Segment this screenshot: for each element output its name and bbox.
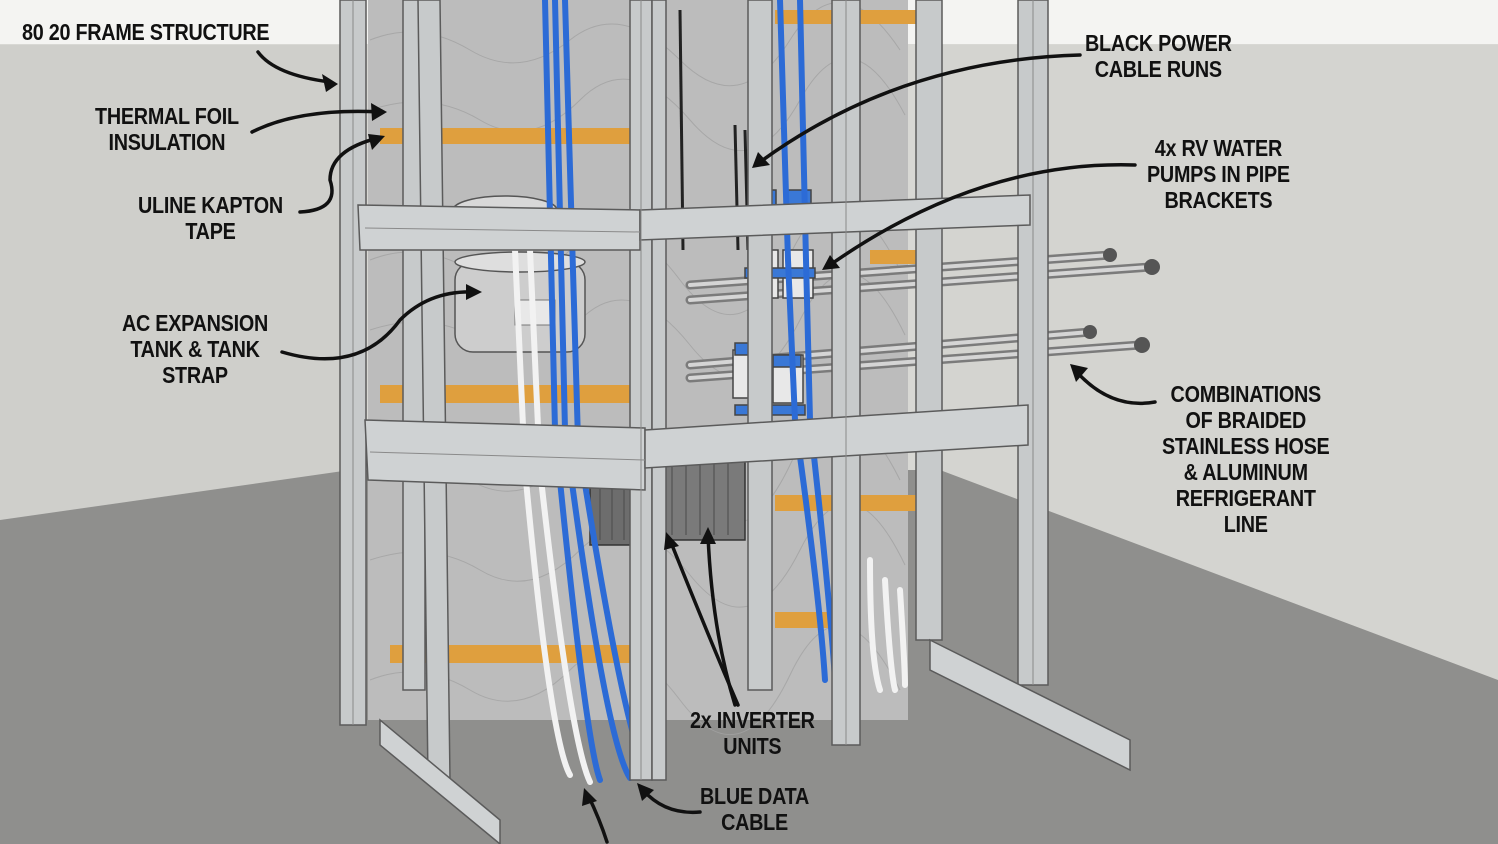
label-line: CABLE RUNS — [1094, 56, 1222, 82]
label-line: UNITS — [723, 733, 782, 759]
label-power-cables: BLACK POWER CABLE RUNS — [1085, 30, 1232, 82]
label-thermal-foil: THERMAL FOIL INSULATION — [95, 103, 239, 155]
label-line: CABLE — [721, 809, 788, 835]
arrow-hose — [1073, 368, 1157, 406]
label-kapton-tape: ULINE KAPTON TAPE — [138, 192, 283, 244]
label-inverter-units: 2x INVERTER UNITS — [690, 707, 815, 759]
right-wall — [940, 45, 1498, 680]
arrow-kapton — [298, 136, 380, 214]
label-line: 2x INVERTER — [690, 707, 815, 733]
label-line: OF BRAIDED — [1185, 407, 1306, 433]
hose-fittings — [1083, 248, 1160, 353]
label-water-pumps: 4x RV WATER PUMPS IN PIPE BRACKETS — [1147, 135, 1290, 213]
label-frame-structure: 80 20 FRAME STRUCTURE — [22, 19, 270, 45]
label-line: ULINE KAPTON — [138, 192, 283, 218]
label-hose-combinations: COMBINATIONS OF BRAIDED STAINLESS HOSE &… — [1162, 381, 1330, 537]
label-line: BRACKETS — [1164, 187, 1273, 213]
label-line: BLACK POWER — [1085, 30, 1232, 56]
label-line: INSULATION — [108, 129, 226, 155]
label-line: BLUE DATA — [700, 783, 810, 809]
label-line: THERMAL FOIL — [95, 103, 239, 129]
arrow-foil — [250, 109, 382, 134]
label-line: LINE — [1223, 511, 1268, 537]
label-line: REFRIGERANT — [1175, 485, 1316, 511]
label-line: STRAP — [162, 362, 228, 388]
label-line: PUMPS IN PIPE — [1147, 161, 1290, 187]
arrow-pumps — [828, 163, 1137, 267]
arrow-tank — [280, 290, 477, 361]
frame-slots — [352, 0, 1034, 780]
label-line: TAPE — [185, 218, 236, 244]
label-blue-data-cable: BLUE DATA CABLE — [700, 783, 809, 835]
arrow-frame — [256, 50, 332, 84]
label-line: 80 20 FRAME STRUCTURE — [22, 19, 270, 45]
label-line: STAINLESS HOSE — [1162, 433, 1330, 459]
label-line: TANK & TANK — [130, 336, 260, 362]
label-line: COMBINATIONS — [1170, 381, 1322, 407]
left-wall — [0, 45, 350, 520]
arrowheads — [322, 74, 1088, 806]
label-expansion-tank: AC EXPANSION TANK & TANK STRAP — [122, 310, 268, 388]
frame-crossbars — [357, 194, 1131, 844]
arrow-power — [758, 53, 1082, 164]
label-line: AC EXPANSION — [122, 310, 269, 336]
label-line: 4x RV WATER — [1154, 135, 1283, 161]
white-cables — [512, 247, 908, 785]
arrow-inverter-2 — [706, 533, 737, 707]
label-line: & ALUMINUM — [1183, 459, 1308, 485]
